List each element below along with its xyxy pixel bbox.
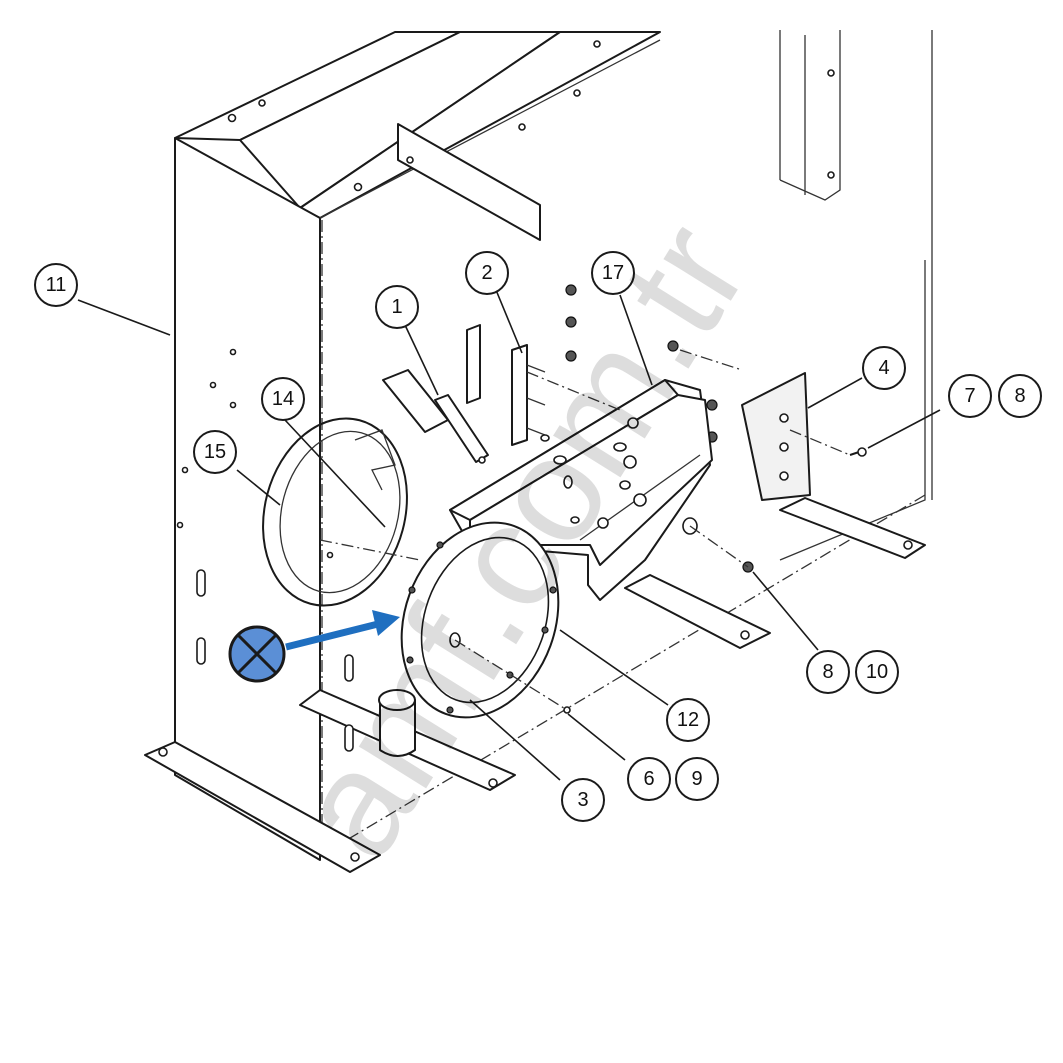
svg-text:3: 3: [577, 789, 588, 811]
svg-text:10: 10: [866, 661, 888, 683]
svg-text:12: 12: [677, 709, 699, 731]
svg-text:8: 8: [822, 661, 833, 683]
callout-11: 11: [34, 263, 78, 307]
callout-14: 14: [261, 377, 305, 421]
svg-text:8: 8: [1014, 385, 1025, 407]
location-marker: [228, 610, 400, 683]
crossed-circle-icon: [228, 625, 286, 683]
svg-text:11: 11: [46, 274, 67, 296]
callout-9: 9: [675, 757, 719, 801]
callout-leaders: [77, 289, 941, 781]
svg-text:17: 17: [602, 262, 624, 284]
cabinet-frame: [144, 30, 933, 873]
svg-text:2: 2: [481, 262, 492, 284]
svg-text:4: 4: [878, 357, 889, 379]
svg-text:14: 14: [272, 388, 294, 410]
callout-17: 17: [591, 251, 635, 295]
callout-1: 1: [375, 285, 419, 329]
svg-text:9: 9: [691, 768, 702, 790]
callout-12: 12: [666, 698, 710, 742]
svg-text:1: 1: [391, 296, 402, 318]
callout-8-bottom: 8: [806, 650, 850, 694]
small-parts: [378, 284, 867, 757]
svg-text:6: 6: [643, 768, 654, 790]
callout-4: 4: [862, 346, 906, 390]
callouts: 11 2 17 1 14 4 7 8 15 8 10 12 6 9 3: [34, 251, 1042, 822]
svg-text:7: 7: [964, 385, 975, 407]
assembly-lines: [319, 349, 851, 711]
callout-10: 10: [855, 650, 899, 694]
callout-8-top: 8: [998, 374, 1042, 418]
callout-2: 2: [465, 251, 509, 295]
ring-parts: [262, 417, 560, 719]
callout-6: 6: [627, 757, 671, 801]
callout-15: 15: [193, 430, 237, 474]
callout-3: 3: [561, 778, 605, 822]
svg-text:15: 15: [204, 441, 226, 463]
callout-7: 7: [948, 374, 992, 418]
